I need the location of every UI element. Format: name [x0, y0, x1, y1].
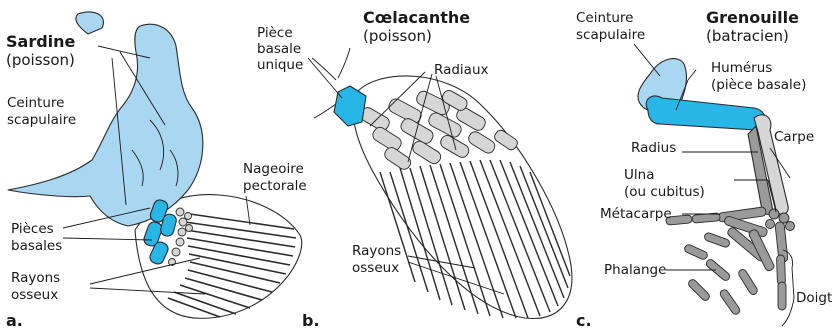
coelacanth-piece-label-2: basale [257, 42, 301, 57]
sardine-subtitle: (poisson) [6, 52, 75, 69]
sardine-nageoire-label-1: Nageoire [243, 162, 304, 177]
coelacanth-radiaux-label: Radiaux [434, 63, 489, 78]
frog-radius-label: Radius [631, 141, 676, 156]
panel-letter-b: b. [302, 313, 320, 328]
sardine-title: Sardine [6, 33, 75, 51]
coelacanth-subtitle: (poisson) [363, 28, 432, 45]
sardine-ceinture-label-1: Ceinture [7, 96, 64, 111]
frog-ulna-label-2: (ou cubitus) [624, 185, 705, 200]
frog-phalange-label: Phalange [604, 263, 666, 278]
sardine-pieces-label-2: basales [11, 239, 62, 254]
frog-ceinture-label-2: scapulaire [576, 28, 645, 43]
sardine-nageoire-label-2: pectorale [243, 179, 307, 194]
frog-title: Grenouille [706, 9, 799, 27]
frog-humerus-label-2: (pièce basale) [711, 78, 806, 93]
coelacanth-piece-label-1: Pièce [257, 26, 293, 41]
coelacanth-rayons-label-1: Rayons [352, 244, 401, 259]
frog-ulna-label-1: Ulna [624, 168, 654, 183]
frog-subtitle: (batracien) [706, 28, 789, 45]
frog-ceinture-label-1: Ceinture [576, 11, 633, 26]
frog-humerus-label-1: Humérus [711, 61, 772, 76]
frog-doigt-label: Doigt [796, 291, 832, 306]
coelacanth-rayons-label-2: osseux [352, 261, 399, 276]
coelacanth-piece-label-3: unique [257, 58, 303, 73]
panel-letter-c: c. [576, 313, 592, 328]
sardine-rayons-label-1: Rayons [11, 271, 60, 286]
coelacanth-fin [312, 48, 572, 318]
frog-metacarpe-label: Métacarpe [600, 207, 672, 222]
sardine-rayons-label-2: osseux [11, 288, 58, 303]
coelacanth-title: Cœlacanthe [363, 9, 470, 27]
panel-letter-a: a. [6, 313, 23, 328]
sardine-ceinture-label-2: scapulaire [7, 113, 76, 128]
sardine-pieces-label-1: Pièces [11, 222, 54, 237]
frog-carpe-label: Carpe [774, 130, 814, 145]
